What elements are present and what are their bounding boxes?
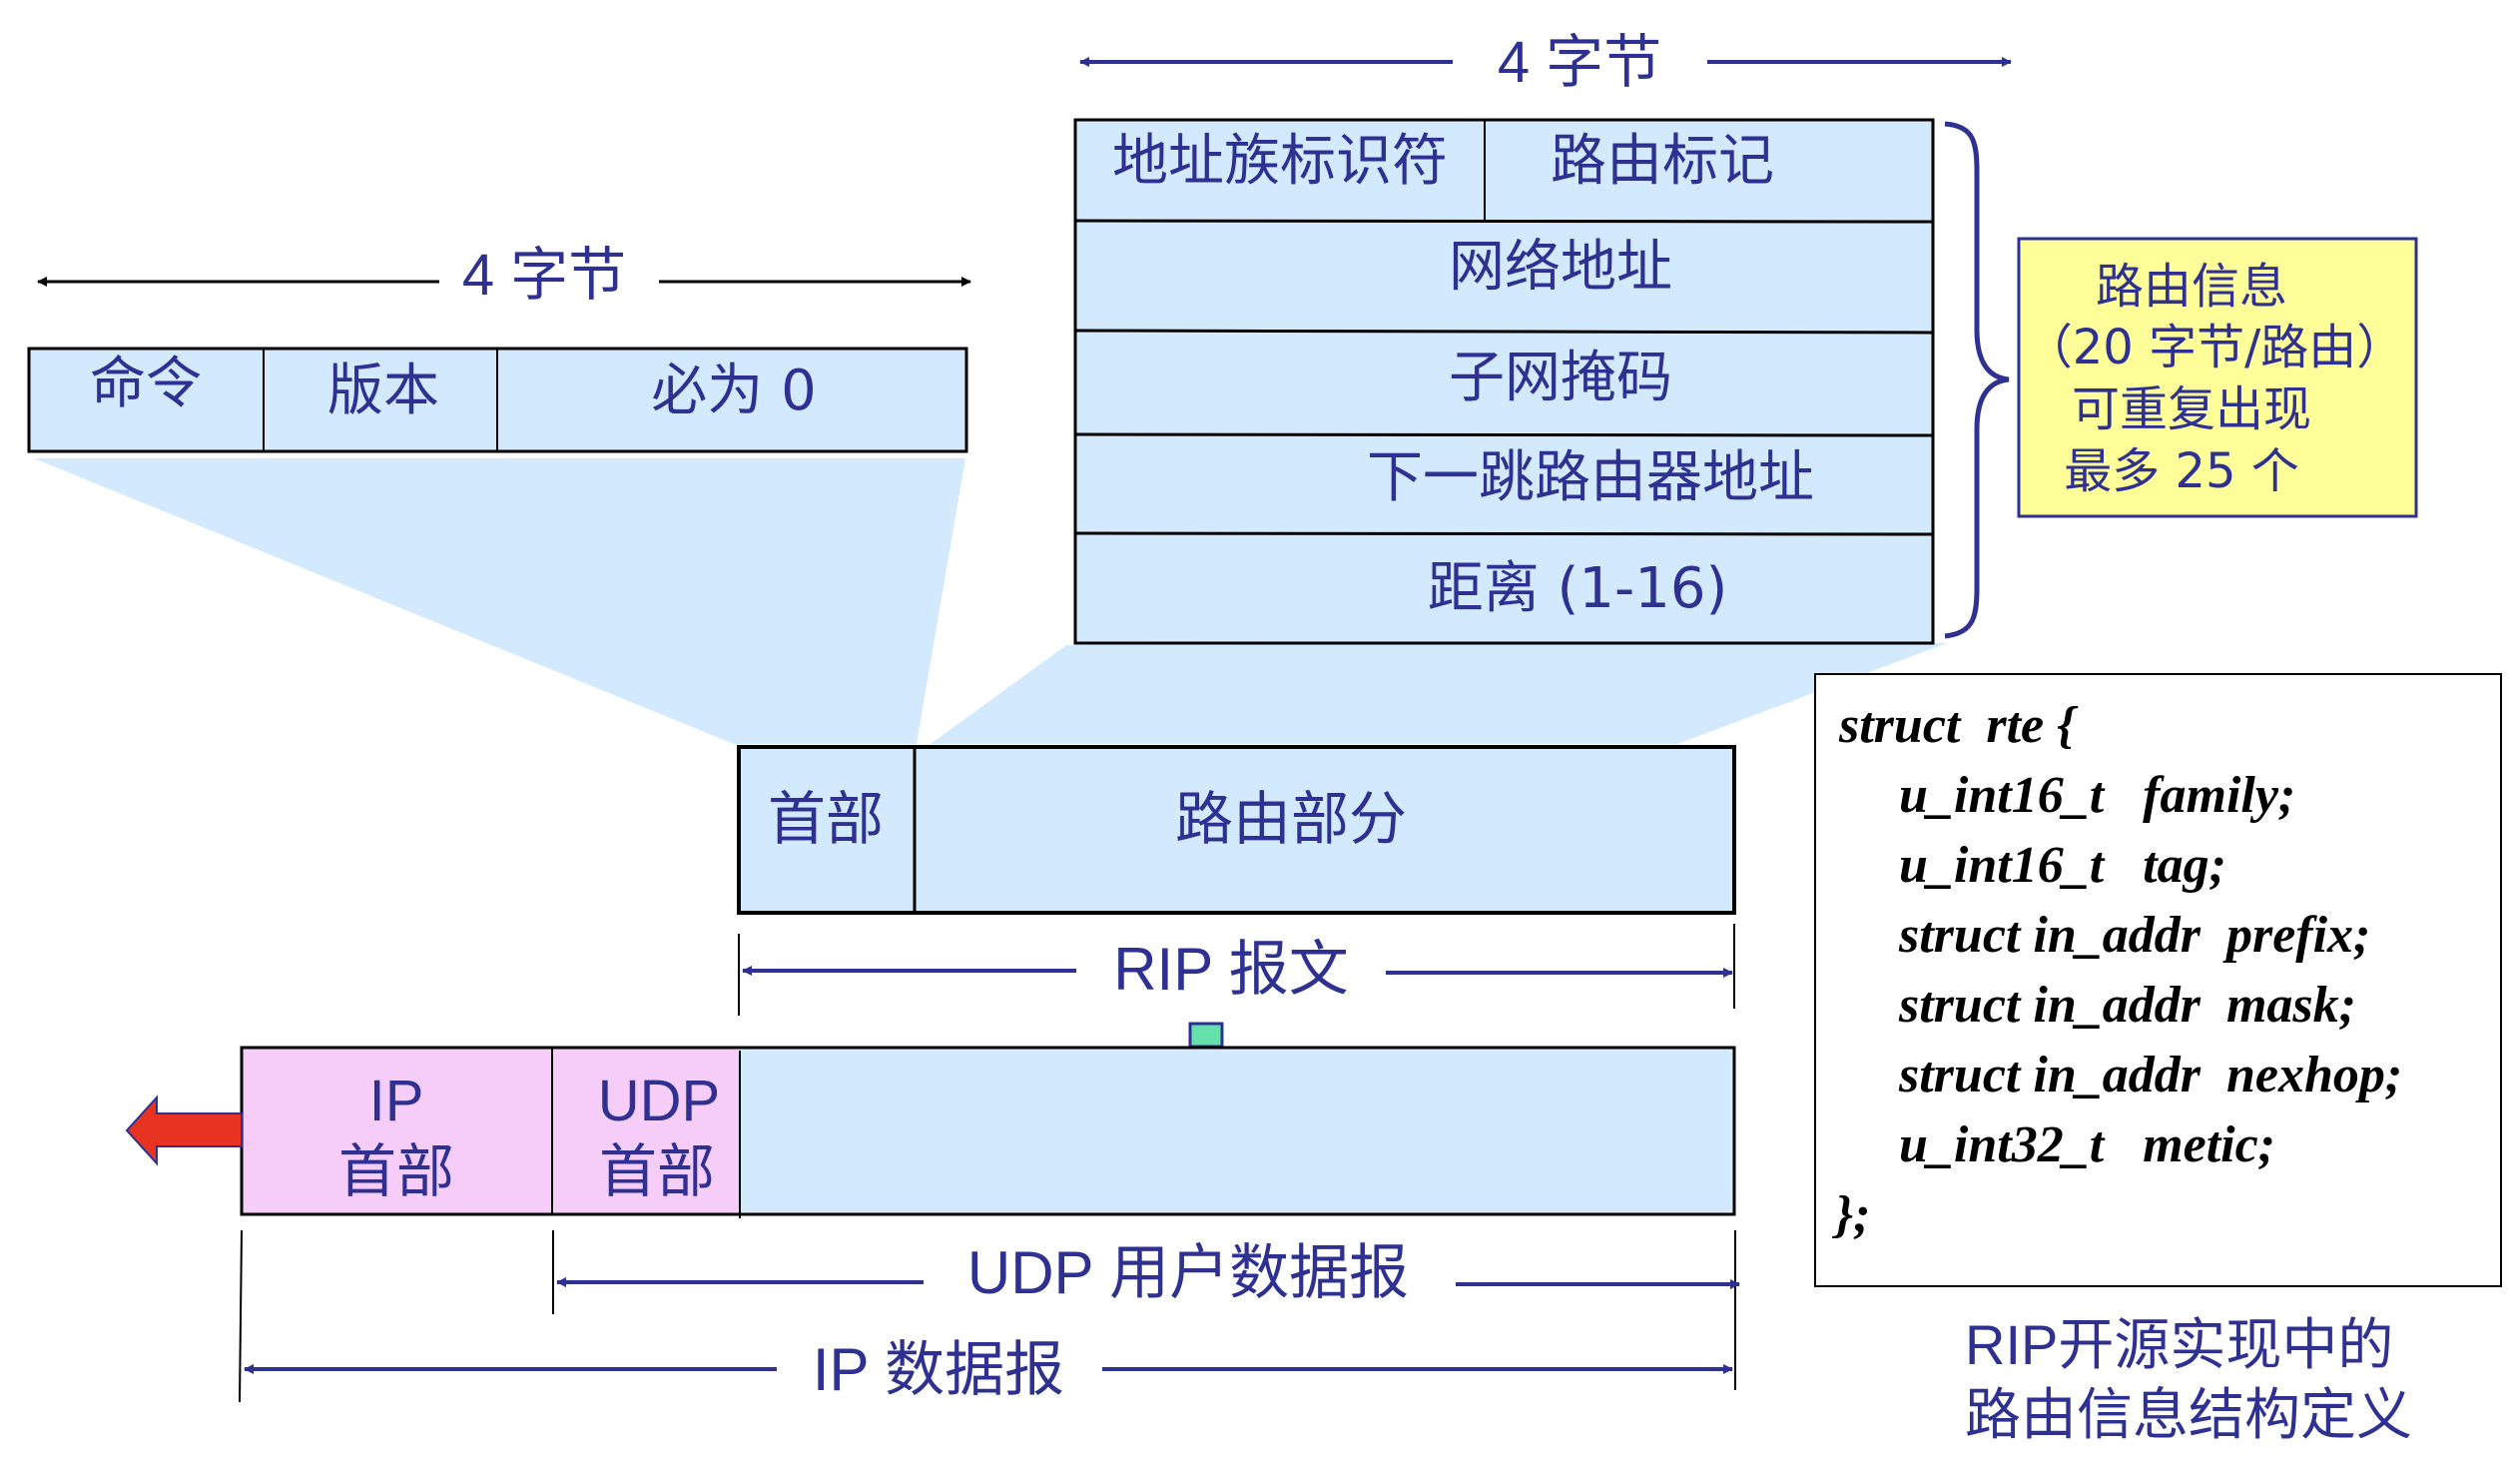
- ip-datagram-span: IP 数据报: [244, 1336, 1733, 1403]
- header-expansion-shade: [34, 458, 965, 744]
- rip-header-width-indicator: 4 字节: [37, 243, 971, 308]
- position-marker: [1188, 1022, 1224, 1049]
- ip-header-label-2: 首部: [338, 1137, 454, 1205]
- note-line-2: （20 字节/路由）: [2025, 320, 2405, 375]
- rip-message-span: RIP 报文: [738, 924, 1735, 1016]
- field-command: 命令: [90, 352, 202, 416]
- note-line-3: 可重复出现: [2072, 381, 2311, 437]
- field-version: 版本: [327, 359, 439, 423]
- ip-datagram-label: IP 数据报: [813, 1336, 1064, 1403]
- arrow-left-red-icon: [125, 1095, 243, 1166]
- route-entry-width-indicator: 4 字节: [1079, 30, 2012, 95]
- field-network-address: 网络地址: [1449, 235, 1672, 300]
- note-line-1: 路由信息: [2096, 259, 2287, 315]
- code-line: struct rte {: [1838, 697, 2079, 754]
- code-line: u_int16_t family;: [1899, 767, 2295, 824]
- field-route-tag: 路由标记: [1551, 129, 1774, 194]
- routes-expansion-shade: [931, 643, 1947, 744]
- code-line: u_int16_t tag;: [1899, 837, 2226, 894]
- route-info-note: 路由信息 （20 字节/路由） 可重复出现 最多 25 个: [2017, 237, 2418, 518]
- field-must-be-zero: 必为 0: [651, 359, 816, 423]
- udp-datagram-label: UDP 用户数据报: [967, 1239, 1409, 1306]
- note-line-4: 最多 25 个: [2064, 443, 2299, 499]
- ip-datagram-box: IP 首部 UDP 首部: [240, 1046, 1736, 1218]
- caption-line-1: RIP开源实现中的: [1965, 1313, 2393, 1376]
- udp-header-label-1: UDP: [598, 1069, 720, 1133]
- curly-brace-icon: [1944, 121, 2010, 639]
- code-line: struct in_addr nexhop;: [1898, 1047, 2402, 1103]
- code-line: u_int32_t metic;: [1899, 1116, 2275, 1173]
- rip-header-box: 命令 版本 必为 0: [27, 347, 968, 453]
- rip-header-width-label: 4 字节: [462, 243, 626, 308]
- udp-header-label-2: 首部: [599, 1137, 715, 1205]
- field-address-family: 地址族标识符: [1112, 129, 1448, 194]
- rip-routes-cell: 路由部分: [1175, 785, 1407, 853]
- rip-message-label: RIP 报文: [1113, 936, 1349, 1003]
- caption-line-2: 路由信息结构定义: [1965, 1383, 2412, 1446]
- field-next-hop: 下一跳路由器地址: [1367, 445, 1814, 510]
- code-line: struct in_addr prefix;: [1898, 907, 2370, 964]
- rip-message-box: 首部 路由部分: [737, 745, 1736, 915]
- route-entry-box: 地址族标识符 路由标记 网络地址 子网掩码 下一跳路由器地址 距离 (1-16): [1073, 118, 1935, 645]
- route-entry-width-label: 4 字节: [1498, 30, 1661, 95]
- field-subnet-mask: 子网掩码: [1449, 346, 1672, 410]
- ip-header-label-1: IP: [369, 1069, 424, 1133]
- rip-header-cell: 首部: [768, 785, 884, 853]
- code-box: struct rte { u_int16_t family; u_int16_t…: [1814, 673, 2502, 1287]
- udp-datagram-span: UDP 用户数据报: [239, 1229, 1740, 1403]
- code-line: };: [1831, 1186, 1870, 1243]
- field-metric: 距离 (1-16): [1428, 556, 1728, 621]
- code-line: struct in_addr mask;: [1898, 977, 2356, 1034]
